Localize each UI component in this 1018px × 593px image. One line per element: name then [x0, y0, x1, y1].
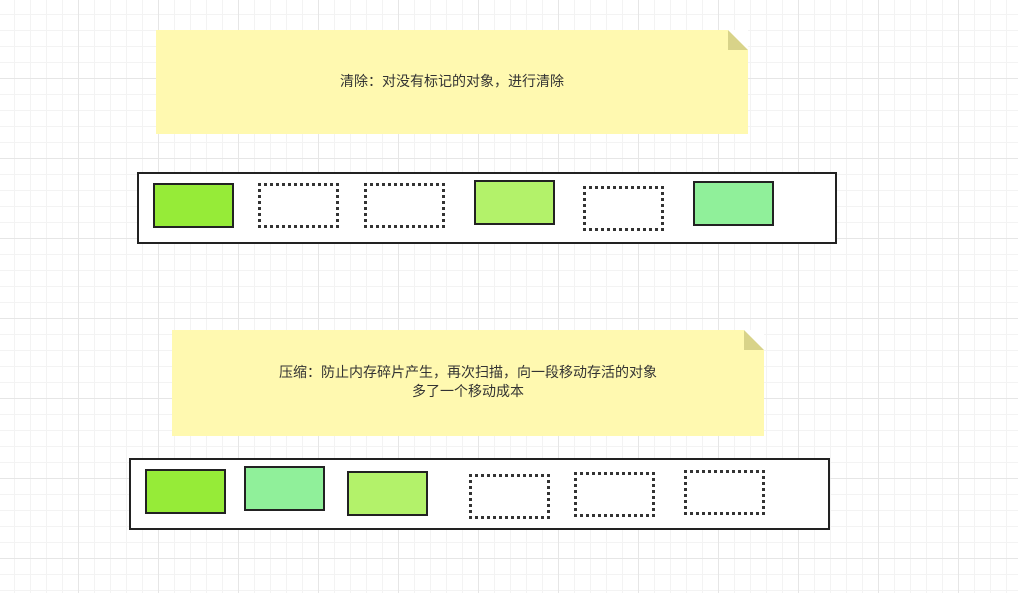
free-space-block: [684, 470, 765, 515]
free-space-block: [258, 183, 339, 228]
live-object-block: [347, 471, 428, 516]
sweep-note-text: 清除：对没有标记的对象，进行清除: [340, 73, 564, 90]
live-object-block: [244, 466, 325, 511]
free-space-block: [469, 474, 550, 519]
sweep-note: 清除：对没有标记的对象，进行清除: [156, 30, 748, 134]
note-fold-corner: [728, 30, 748, 50]
heap-after-sweep: [137, 172, 837, 244]
note-fold-corner: [744, 330, 764, 350]
free-space-block: [364, 183, 445, 228]
compact-note-text: 压缩：防止内存碎片产生，再次扫描，向一段移动存活的对象 多了一个移动成本: [279, 365, 657, 400]
free-space-block: [583, 186, 664, 231]
live-object-block: [145, 469, 226, 514]
free-space-block: [574, 472, 655, 517]
live-object-block: [153, 183, 234, 228]
live-object-block: [474, 180, 555, 225]
heap-after-compact: [129, 458, 830, 530]
live-object-block: [693, 181, 774, 226]
compact-note: 压缩：防止内存碎片产生，再次扫描，向一段移动存活的对象 多了一个移动成本: [172, 330, 764, 436]
